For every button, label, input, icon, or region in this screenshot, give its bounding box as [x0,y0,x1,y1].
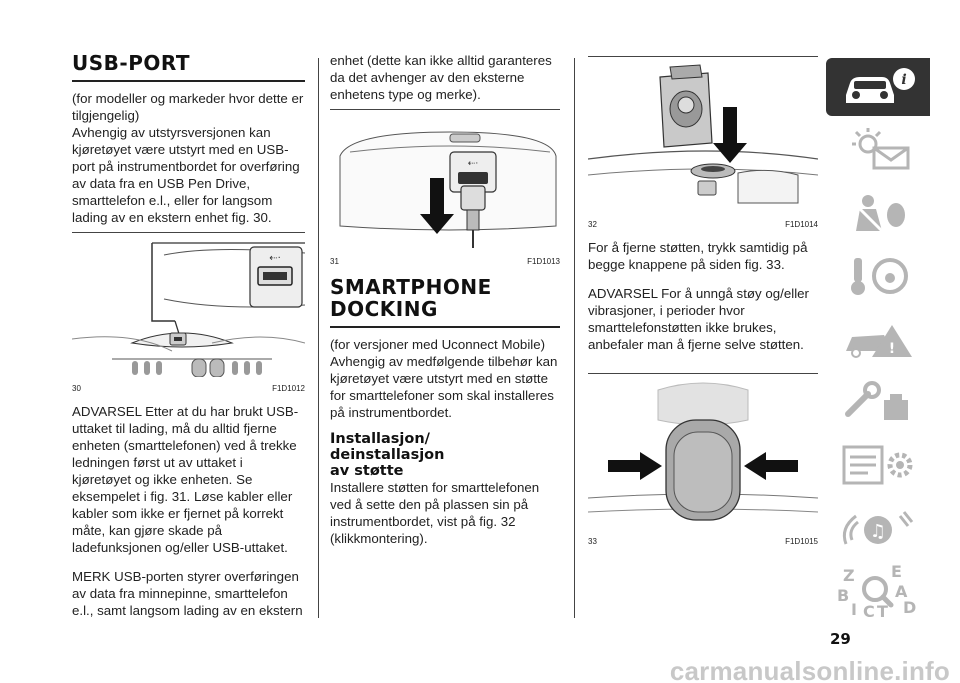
figure-code: F1D1014 [785,220,818,229]
tab-safety[interactable] [826,184,930,242]
docking-description: Avhengig av medfølgende tilbehør kan kjø… [330,354,558,420]
figure-code: F1D1015 [785,537,818,546]
availability-note: (for versjoner med Uconnect Mobile) [330,337,546,352]
phone-holder-mount-illustration [587,64,819,204]
figure-32: 32 F1D1014 [587,63,819,229]
tab-emergency[interactable]: ! [826,310,930,368]
alphabetical-index-icon: Z E B A I C T D [837,563,916,619]
figure-caption: 30 F1D1012 [72,384,305,393]
svg-text:i: i [901,72,906,88]
removal-instruction: For å fjerne støtten, trykk samtidig på … [588,240,808,272]
figure-number: 31 [330,257,339,266]
note-text: MERK USB-porten styrer overføringen av d… [72,569,303,618]
warning-text: ADVARSEL Etter at du har brukt USB-uttak… [72,404,299,555]
tab-technical-data[interactable] [826,436,930,494]
note-continuation: enhet (dette kan ikke alltid garanteres … [330,53,552,102]
figure-caption: 33 F1D1015 [588,537,818,546]
warning-text: ADVARSEL For å unngå støy og/eller vibra… [588,286,809,352]
airbag-seatbelt-icon [856,195,905,233]
index-letter: T [877,602,888,619]
multimedia-icon: ♫ [842,511,914,545]
figure-number: 33 [588,537,597,546]
key-steering-wheel-icon [851,258,908,295]
installation-text: Installere støtten for smarttelefonen ve… [330,480,540,546]
figure-rule [588,373,818,374]
warning-lights-icon [852,128,910,170]
figure-code: F1D1013 [527,257,560,266]
subtitle-line: Installasjon/ [330,431,430,447]
car-info-icon: i [846,68,915,103]
section-title-usb-port: USB-PORT [72,51,190,75]
tab-index[interactable]: Z E B A I C T D [826,562,930,620]
figure-rule [72,232,305,233]
column-divider [318,58,319,618]
figure-33: 33 F1D1015 [587,380,819,546]
phone-holder-release-illustration [587,382,819,521]
figure-30: ⇠· 30 F1D1012 [71,239,306,393]
column-1: USB-PORT (for modeller og markeder hvor … [71,51,306,619]
technical-data-icon [842,445,913,485]
index-letter: C [863,602,875,619]
usb-port-dashboard-illustration: ⇠· [71,242,306,378]
figure-rule [588,56,818,57]
svg-text:!: ! [889,341,895,357]
index-letter: B [837,586,849,605]
page-number: 29 [830,630,851,648]
chapter-sidebar: i ! [826,58,930,625]
tab-starting-driving[interactable] [826,247,930,305]
figure-rule [330,109,560,110]
subtitle-line: deinstallasjon [330,447,445,463]
svg-text:⇠·: ⇠· [269,253,281,264]
title-rule [72,80,305,82]
index-letter: E [891,563,902,581]
emergency-car-icon: ! [846,325,912,358]
index-letter: D [903,598,916,617]
index-letter: I [851,600,857,619]
tab-getting-to-know-vehicle[interactable]: i [826,58,930,116]
subtitle-line: av støtte [330,463,404,479]
column-divider [574,58,575,618]
figure-caption: 32 F1D1014 [588,220,818,229]
figure-caption: 31 F1D1013 [330,257,560,266]
tab-warning-lights[interactable] [826,121,930,179]
title-line: DOCKING [330,297,438,321]
section-title-smartphone-docking: SMARTPHONE DOCKING [330,276,560,320]
figure-code: F1D1012 [272,384,305,393]
tab-multimedia[interactable]: ♫ [826,499,930,557]
availability-note: (for modeller og markeder hvor dette er … [72,91,304,123]
tab-maintenance[interactable] [826,373,930,431]
usb-cable-removal-illustration: ⇠· [339,131,557,248]
maintenance-icon [845,381,908,420]
svg-text:♫: ♫ [870,521,886,542]
index-letter: A [895,582,908,601]
index-letter: Z [843,566,855,585]
subsection-title: Installasjon/ deinstallasjon av støtte [330,431,560,479]
figure-number: 30 [72,384,81,393]
figure-31: ⇠· 31 F1D1013 [330,116,560,266]
svg-text:⇠·: ⇠· [468,159,478,169]
usb-port-description: Avhengig av utstyrsversjonen kan kjøretø… [72,125,300,225]
figure-number: 32 [588,220,597,229]
watermark: carmanualsonline.info [669,656,950,683]
title-rule [330,326,560,328]
title-line: SMARTPHONE [330,275,492,299]
column-3: 32 F1D1014 For å fjerne støtten, trykk s… [587,56,819,556]
column-2: enhet (dette kan ikke alltid garanteres … [330,52,560,547]
